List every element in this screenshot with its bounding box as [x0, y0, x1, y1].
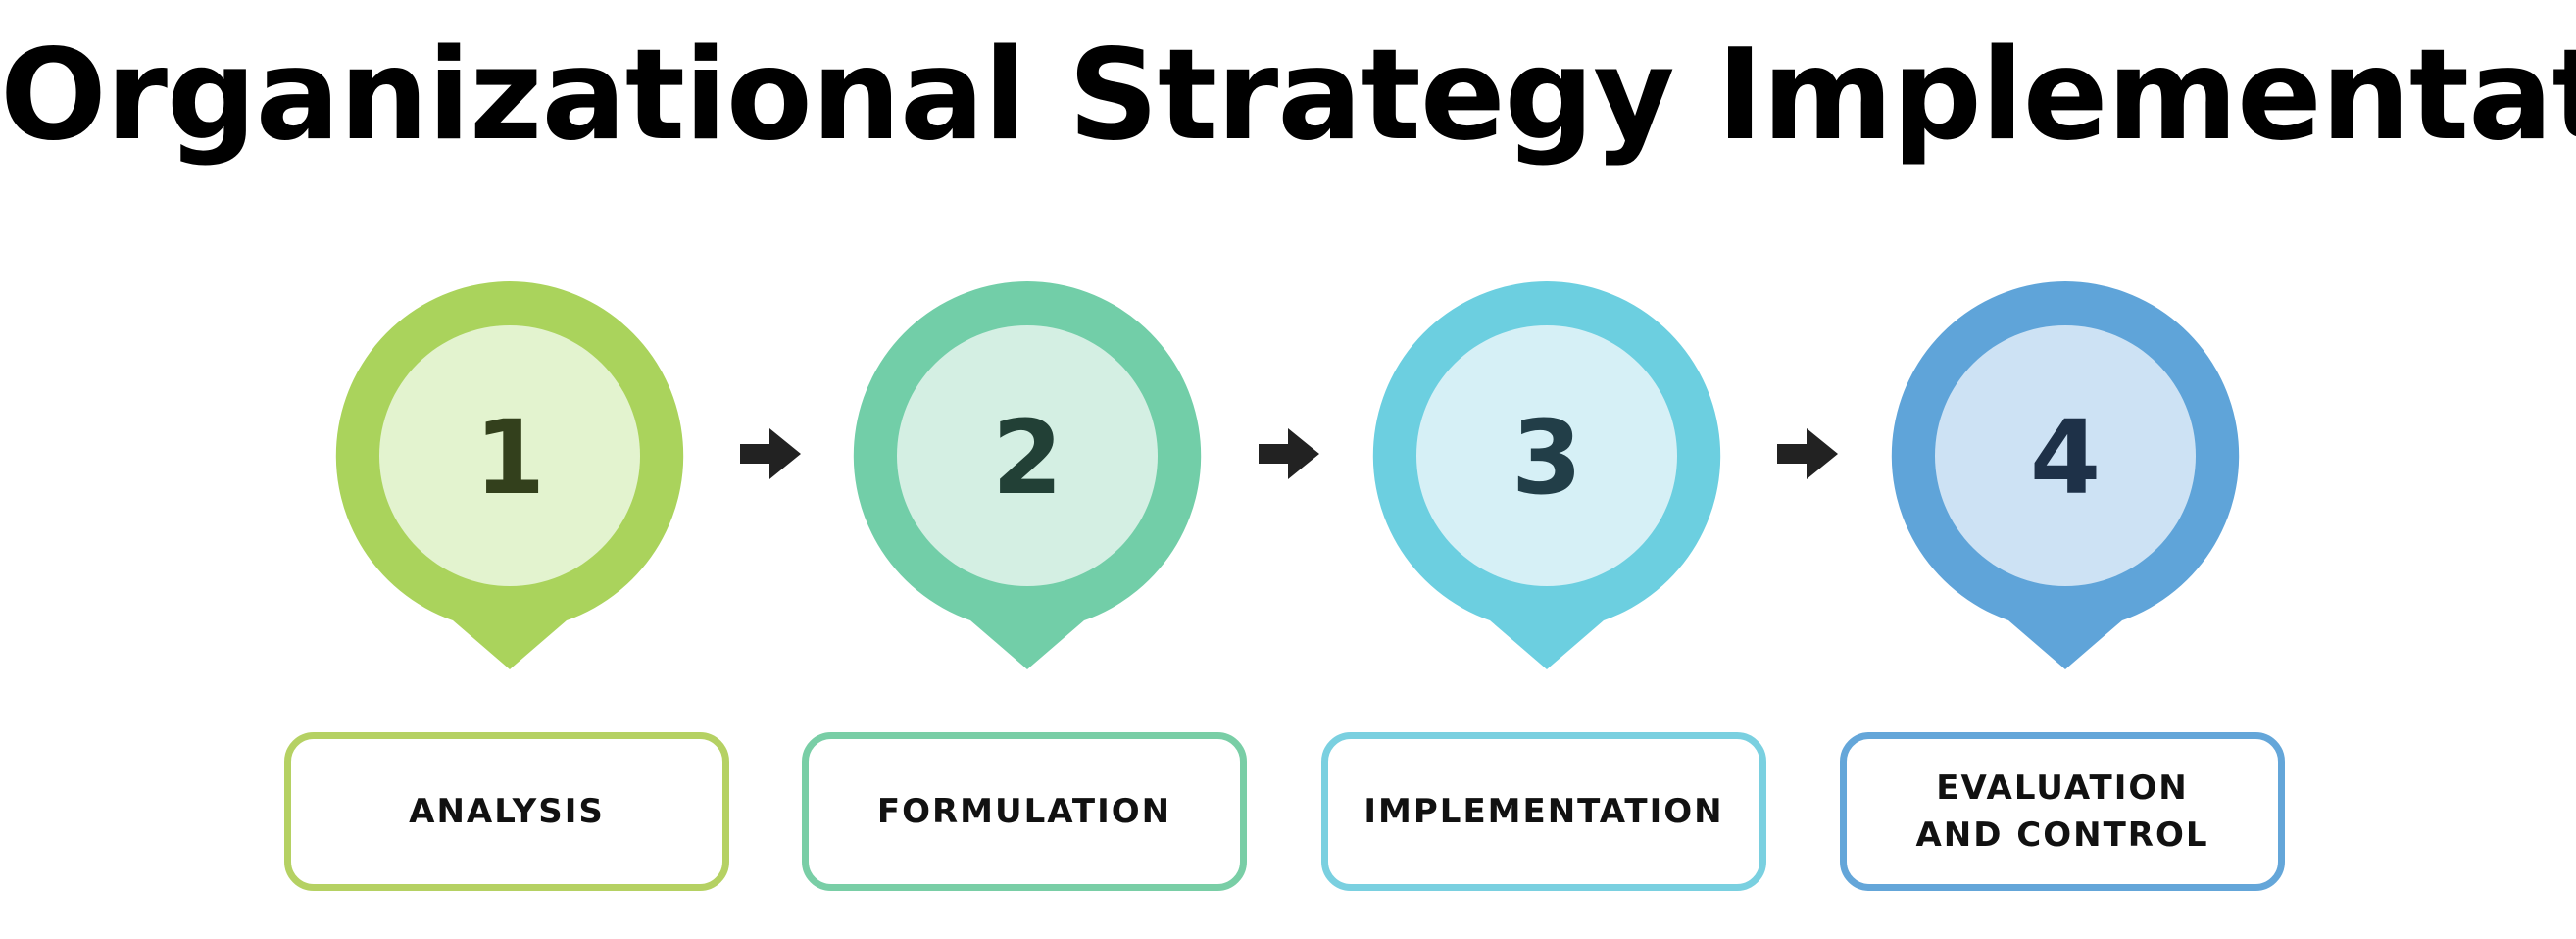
- step-label-box: IMPLEMENTATION: [1321, 732, 1766, 891]
- step-number: 1: [473, 398, 546, 518]
- step-3-pin: 3: [1370, 279, 1723, 671]
- step-1-pin: 1: [333, 279, 686, 671]
- step-2-pin: 2: [851, 279, 1204, 671]
- map-pin-icon: [1891, 281, 2240, 669]
- step-label-box: ANALYSIS: [284, 732, 729, 891]
- arrow-right-icon: [1777, 428, 1838, 479]
- arrow-right-icon: [740, 428, 801, 479]
- step-number: 2: [991, 398, 1064, 518]
- step-number: 3: [1511, 398, 1583, 518]
- step-number: 4: [2029, 398, 2102, 518]
- step-label-box: FORMULATION: [802, 732, 1247, 891]
- map-pin-icon: [335, 281, 684, 669]
- step-label-box: EVALUATION AND CONTROL: [1840, 732, 2285, 891]
- map-pin-icon: [1372, 281, 1721, 669]
- step-4-pin: 4: [1889, 279, 2242, 671]
- map-pin-icon: [853, 281, 1202, 669]
- page-title: Organizational Strategy Implementation: [0, 23, 2576, 169]
- arrow-right-icon: [1259, 428, 1319, 479]
